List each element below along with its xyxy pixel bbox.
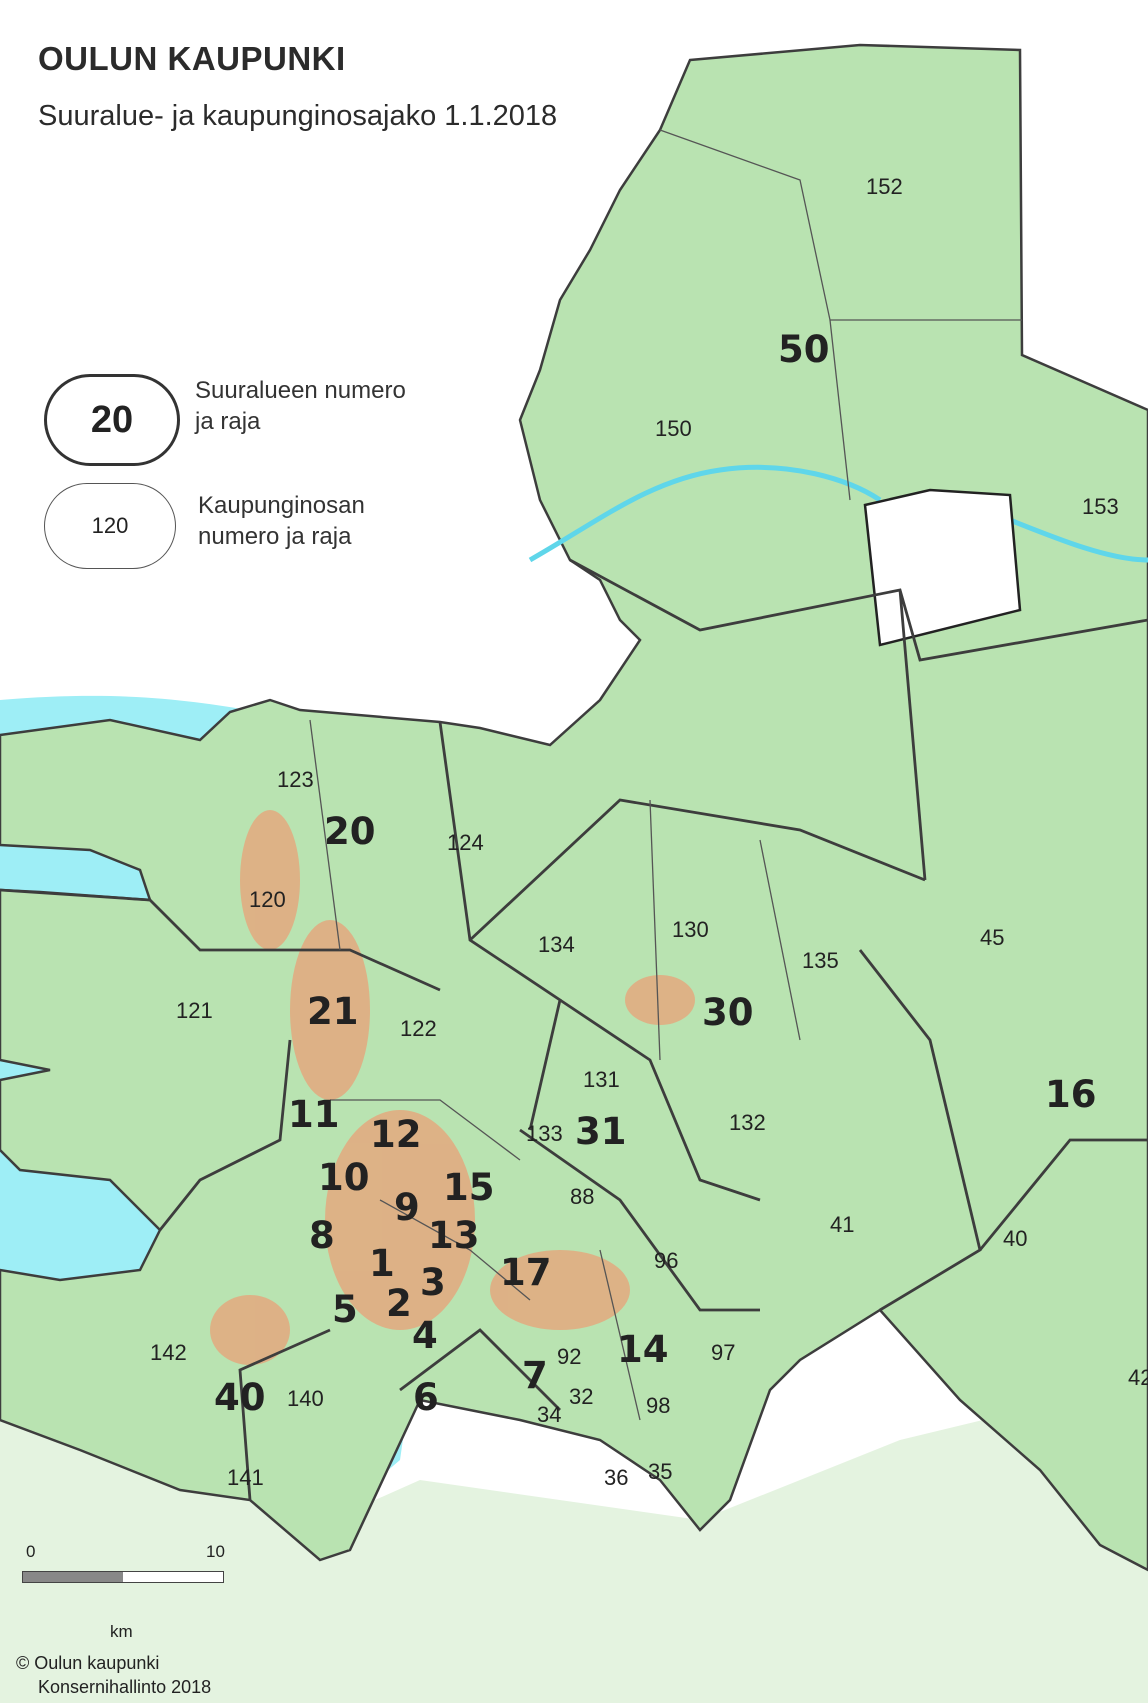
- map-subtitle: Suuralue- ja kaupunginosajako 1.1.2018: [38, 100, 558, 132]
- map-label: 32: [569, 1384, 593, 1409]
- minor-borders: [309, 129, 1022, 1421]
- map-label: 17: [500, 1251, 552, 1294]
- scale-bar: [22, 1571, 224, 1583]
- map-label: 122: [400, 1016, 437, 1041]
- map-label: 98: [646, 1393, 670, 1418]
- map-label: 4: [412, 1314, 438, 1357]
- legend-minor-text: Kaupunginosan numero ja raja: [198, 490, 365, 552]
- map-label: 133: [526, 1121, 563, 1146]
- map-title: OULUN KAUPUNKI: [38, 40, 346, 77]
- map-label: 153: [1082, 494, 1119, 519]
- map-label: 97: [711, 1340, 735, 1365]
- map-label: 9: [394, 1186, 420, 1229]
- minor-area-labels: 152 150 153 123 124 120 134 130 135 45 1…: [150, 174, 1148, 1490]
- map-label: 31: [575, 1110, 627, 1153]
- major-area-labels: 50 20 21 30 31 16 11 12 10 15 9 8 13 1 3…: [214, 328, 1097, 1419]
- map-label: 92: [557, 1344, 581, 1369]
- map-label: 2: [386, 1282, 412, 1325]
- map-label: 16: [1045, 1073, 1097, 1116]
- map-label: 131: [583, 1067, 620, 1092]
- map-label: 40: [214, 1376, 266, 1419]
- map-label: 45: [980, 925, 1004, 950]
- map-label: 150: [655, 416, 692, 441]
- map-label: 6: [413, 1376, 439, 1419]
- legend-major-sample: 20: [44, 374, 180, 466]
- map-label: 30: [702, 991, 754, 1034]
- map-label: 130: [672, 917, 709, 942]
- credits-line-1: © Oulun kaupunki: [16, 1653, 160, 1673]
- map-label: 132: [729, 1110, 766, 1135]
- map-label: 124: [447, 830, 484, 855]
- legend-major-line-1: Suuralueen numero: [195, 377, 406, 404]
- southern-land: [0, 1380, 1148, 1703]
- map-label: 12: [370, 1113, 422, 1156]
- map-label: 1: [369, 1242, 395, 1285]
- map-label: 20: [324, 810, 376, 853]
- scale-unit-label: km: [110, 1622, 133, 1641]
- scale-bar-filled: [23, 1572, 123, 1582]
- map-label: 36: [604, 1465, 628, 1490]
- map-label: 123: [277, 767, 314, 792]
- map-label: 3: [420, 1261, 446, 1304]
- legend-major-text: Suuralueen numero ja raja: [195, 375, 406, 437]
- map-label: 135: [802, 948, 839, 973]
- map-label: 7: [522, 1354, 548, 1397]
- map-label: 15: [443, 1166, 495, 1209]
- map-label: 50: [778, 328, 830, 371]
- legend-minor-sample: 120: [44, 483, 176, 569]
- map-label: 96: [654, 1248, 678, 1273]
- major-borders: [0, 558, 1148, 1501]
- map-label: 41: [830, 1212, 854, 1237]
- map-label: 142: [150, 1340, 187, 1365]
- river: [528, 464, 1148, 563]
- map-label: 11: [288, 1093, 340, 1136]
- map-label: 141: [227, 1465, 264, 1490]
- scale-end-label: 10: [206, 1542, 225, 1561]
- map-label: 88: [570, 1184, 594, 1209]
- map-label: 140: [287, 1386, 324, 1411]
- map-label: 14: [617, 1328, 669, 1371]
- map-label: 120: [249, 887, 286, 912]
- map-label: 13: [428, 1214, 480, 1257]
- map-label: 21: [307, 990, 359, 1033]
- map-label: 35: [648, 1459, 672, 1484]
- map-label: 8: [309, 1214, 335, 1257]
- map-label: 121: [176, 998, 213, 1023]
- urban-area: [210, 810, 695, 1365]
- legend-minor-line-2: numero ja raja: [198, 523, 352, 550]
- map-label: 5: [332, 1288, 358, 1331]
- map-label: 10: [318, 1156, 370, 1199]
- legend-minor-line-1: Kaupunginosan: [198, 492, 365, 519]
- city-area: [0, 43, 1148, 1572]
- credits-line-2: Konsernihallinto 2018: [38, 1677, 212, 1697]
- scale-start-label: 0: [26, 1542, 36, 1561]
- map-label: 152: [866, 174, 903, 199]
- map-label: 40: [1003, 1226, 1027, 1251]
- map-label: 134: [538, 932, 575, 957]
- map-label: 34: [537, 1402, 561, 1427]
- legend-major-line-2: ja raja: [195, 408, 261, 435]
- map-label: 42: [1128, 1365, 1148, 1390]
